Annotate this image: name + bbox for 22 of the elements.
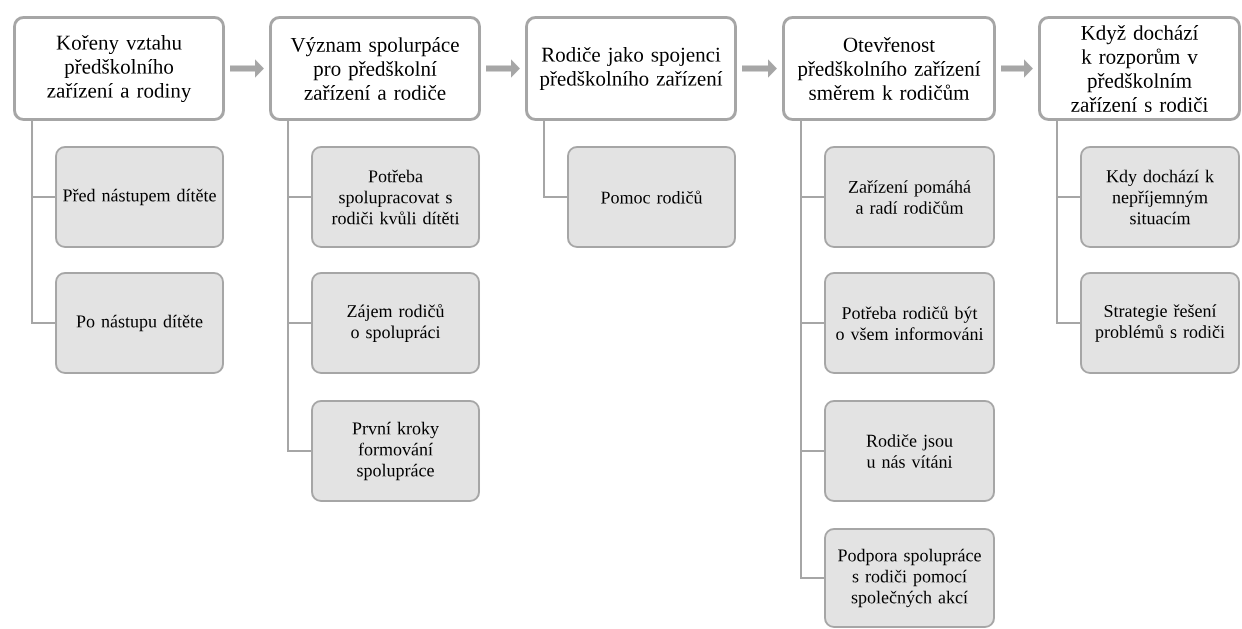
connector-line [1056, 120, 1081, 324]
connector-line [800, 120, 825, 579]
topic-box: Kořeny vztahu předškolního zařízení a rodiny [13, 16, 225, 121]
topic-box: Rodiče jako spojenci předškolního zařízení [525, 16, 737, 121]
topic-box: Význam spolurpáce pro předškolní zařízení a rodiče [269, 16, 481, 121]
topic-box: Otevřenost předškolního zařízení směrem k rodičům [782, 16, 996, 121]
connector-line [31, 120, 56, 324]
subtopic-box: Po nástupu dítěte [55, 272, 224, 374]
subtopic-box: Kdy dochází k nepříjemným situacím [1080, 146, 1240, 248]
subtopic-box: První kroky formování spolupráce [311, 400, 480, 502]
connector-line [287, 120, 312, 452]
subtopic-box: Strategie řešení problémů s rodiči [1080, 272, 1240, 374]
subtopic-box: Zařízení pomáhá a radí rodičům [824, 146, 995, 248]
subtopic-box: Potřeba spolupracovat s rodiči kvůli dítěti [311, 146, 480, 248]
subtopic-box: Zájem rodičů o spolupráci [311, 272, 480, 374]
subtopic-box: Podpora spolupráce s rodiči pomocí společných akcí [824, 528, 995, 628]
subtopic-box: Pomoc rodičů [567, 146, 736, 248]
subtopic-box: Rodiče jsou u nás vítáni [824, 400, 995, 502]
topic-box: Když dochází k rozporům v předškolním zařízení s rodiči [1038, 16, 1241, 121]
connector-line [543, 120, 568, 198]
subtopic-box: Před nástupem dítěte [55, 146, 224, 248]
subtopic-box: Potřeba rodičů být o všem informováni [824, 272, 995, 374]
